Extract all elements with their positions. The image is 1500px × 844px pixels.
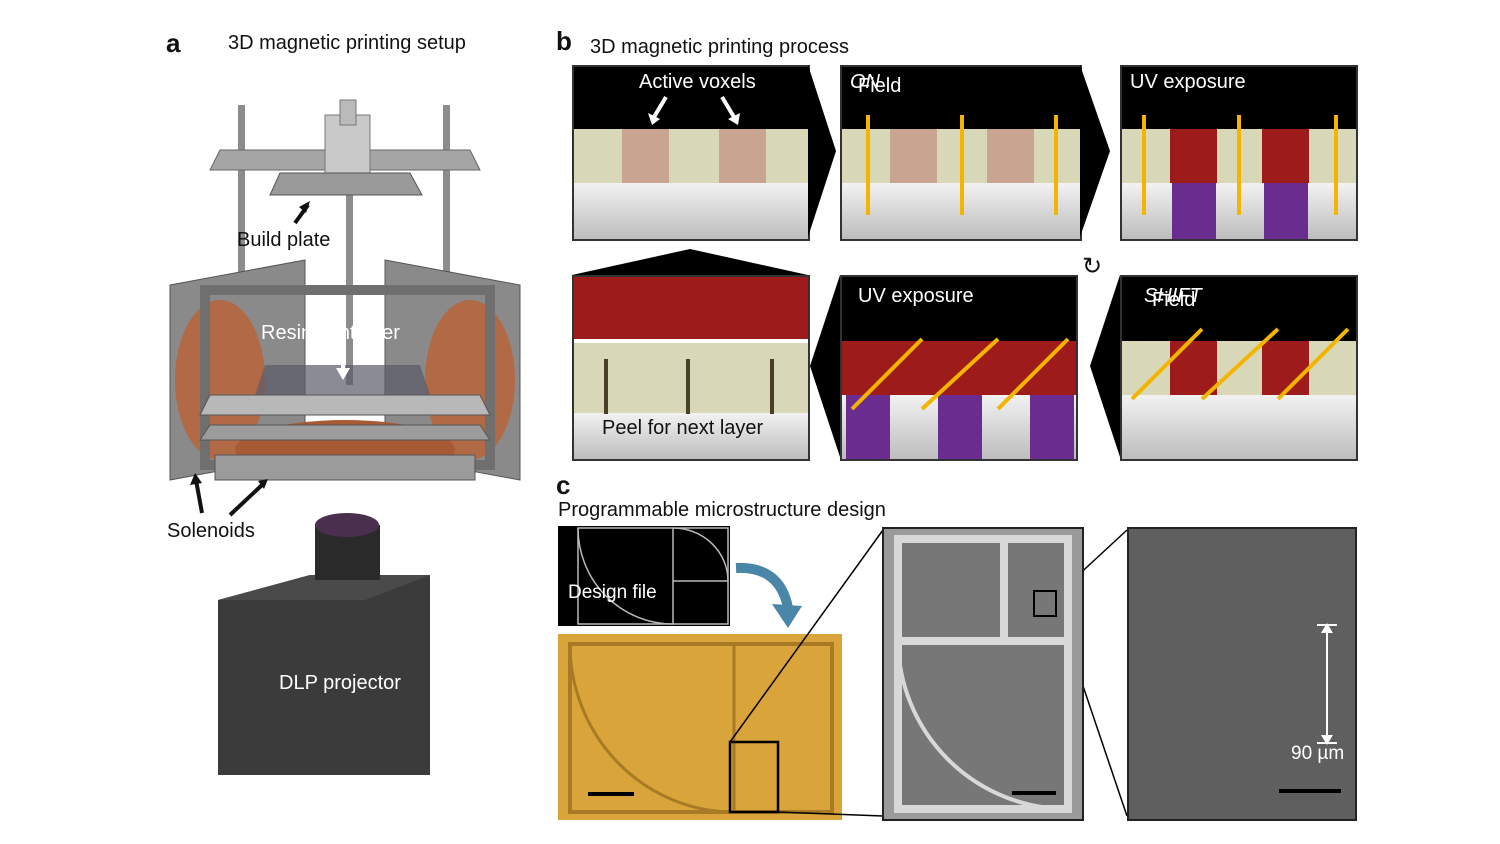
step-peel: Peel for next layer <box>572 275 810 461</box>
panel-c-title: Programmable microstructure design <box>558 499 886 521</box>
label-resin-container: Resin container <box>261 322 400 344</box>
coil-left <box>175 300 265 460</box>
active-voxel <box>622 129 669 183</box>
resin-container-shape <box>255 365 430 395</box>
curved-arrow-icon <box>735 562 802 628</box>
step-3-label: UV exposure <box>1130 71 1246 93</box>
micrograph-low-mag <box>882 527 1084 821</box>
step-6-label: Peel for next layer <box>602 417 764 439</box>
process-chevron-left <box>1090 275 1120 457</box>
label-solenoids: Solenoids <box>167 520 255 542</box>
design-file-label: Design file <box>568 582 657 603</box>
process-chevron-left <box>810 275 840 457</box>
panel-a-title: 3D magnetic printing setup <box>228 32 466 54</box>
step-4-label: Field SHIFT <box>1144 285 1202 311</box>
step-field-shift: Field SHIFT <box>1120 275 1358 461</box>
step-2-label: Field ON <box>850 71 902 97</box>
zoom-lines <box>729 529 1128 817</box>
active-voxel <box>719 129 766 183</box>
label-build-plate: Build plate <box>237 229 331 251</box>
design-file-image: Design file <box>558 526 730 626</box>
projector-body <box>218 575 430 775</box>
step-field-on: Field ON <box>840 65 1082 241</box>
printed-sample-image <box>558 634 842 820</box>
resin-platform <box>199 394 491 416</box>
panel-b-letter: b <box>556 26 572 56</box>
arrow-solenoid-right <box>228 483 264 517</box>
new-resin-layer <box>574 343 808 413</box>
rod-right <box>443 105 450 405</box>
panel-c-letter: c <box>556 470 571 500</box>
rod-left <box>238 105 245 405</box>
process-chevron <box>808 65 836 237</box>
process-chevron-up <box>572 249 808 275</box>
uv-beam <box>1172 183 1216 239</box>
panel-b-title: 3D magnetic printing process <box>590 36 850 58</box>
step-5-label: UV exposure <box>858 285 974 307</box>
field-arrow <box>960 115 964 215</box>
printer-setup-illustration <box>169 99 521 775</box>
step-uv-exposure-1: UV exposure <box>1120 65 1358 241</box>
field-arrow <box>1054 115 1058 215</box>
build-plate-shape <box>269 172 423 196</box>
panel-a-letter: a <box>166 28 181 58</box>
step-uv-exposure-2: UV exposure <box>840 275 1078 461</box>
micrograph-high-mag: 90 µm <box>1127 527 1357 821</box>
label-dlp-projector: DLP projector <box>279 672 401 694</box>
field-arrow <box>866 115 870 215</box>
uv-beam <box>1264 183 1308 239</box>
vat-floor <box>574 183 808 239</box>
cured-layer <box>574 277 808 339</box>
cycle-icon: ↻ <box>1082 253 1103 280</box>
process-chevron <box>1080 65 1110 237</box>
step-1-label: Active voxels <box>639 71 756 93</box>
arrow-solenoid-left <box>194 479 204 514</box>
scale-bar-label: 90 µm <box>1291 743 1345 764</box>
resin-layer <box>574 129 808 183</box>
step-active-voxels: Active voxels <box>572 65 810 241</box>
